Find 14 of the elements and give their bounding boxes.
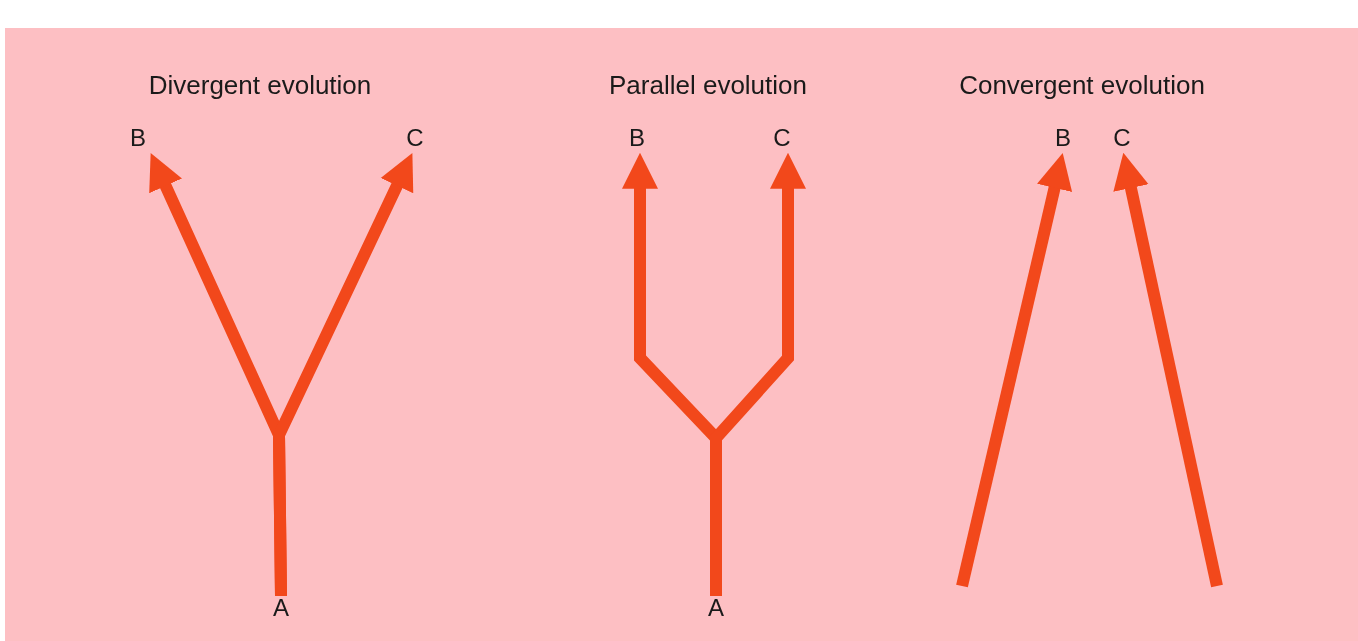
- arrow: [1113, 152, 1223, 588]
- node-letter: C: [770, 126, 794, 150]
- node-letter: C: [403, 126, 427, 150]
- node-letter: A: [269, 596, 293, 620]
- arrow: [273, 153, 414, 597]
- panel-title: Parallel evolution: [609, 70, 807, 101]
- node-letter: B: [1051, 126, 1075, 150]
- node-letter: A: [704, 596, 728, 620]
- panel-title: Convergent evolution: [959, 70, 1205, 101]
- arrow: [956, 152, 1073, 588]
- node-letter: C: [1110, 126, 1134, 150]
- panel-title: Divergent evolution: [148, 70, 372, 101]
- node-letter: B: [625, 126, 649, 150]
- node-letter: B: [126, 126, 150, 150]
